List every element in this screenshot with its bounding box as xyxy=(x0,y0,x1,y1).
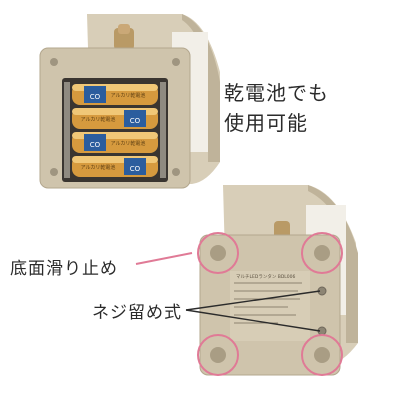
screw-caption: ネジ留め式 xyxy=(92,303,182,323)
battery-label-2: アルカリ乾電池 xyxy=(81,116,116,123)
battery-brand-3: CO xyxy=(90,141,101,149)
battery-label-4: アルカリ乾電池 xyxy=(81,164,116,171)
battery-stack xyxy=(72,84,158,177)
foot-highlight-top-right xyxy=(301,232,343,274)
non-slip-pointer xyxy=(135,252,193,265)
foot-highlight-top-left xyxy=(197,232,239,274)
battery-compartment-image: CO CO CO CO アルカリ乾電池 アルカリ乾電池 アルカリ乾電池 アルカリ… xyxy=(39,14,220,189)
battery-brand-1: CO xyxy=(90,93,101,101)
foot-highlight-bottom-right xyxy=(301,334,343,376)
battery-caption: 乾電池でも 使用可能 xyxy=(224,78,394,138)
product-base-image: マルチLEDランタン BDL006 xyxy=(197,185,358,376)
product-label: マルチLEDランタン BDL006 xyxy=(236,273,296,280)
battery-label-1: アルカリ乾電池 xyxy=(111,92,146,99)
screw-pointer-lower xyxy=(185,309,321,332)
battery-brand-4: CO xyxy=(130,165,141,173)
battery-label-3: アルカリ乾電池 xyxy=(111,140,146,147)
screw-pointer-upper xyxy=(185,290,321,311)
non-slip-caption: 底面滑り止め xyxy=(10,259,118,279)
battery-brand-2: CO xyxy=(130,117,141,125)
battery-caption-line2: 使用可能 xyxy=(224,111,308,135)
battery-caption-line1: 乾電池でも xyxy=(224,81,329,105)
foot-highlight-bottom-left xyxy=(197,334,239,376)
